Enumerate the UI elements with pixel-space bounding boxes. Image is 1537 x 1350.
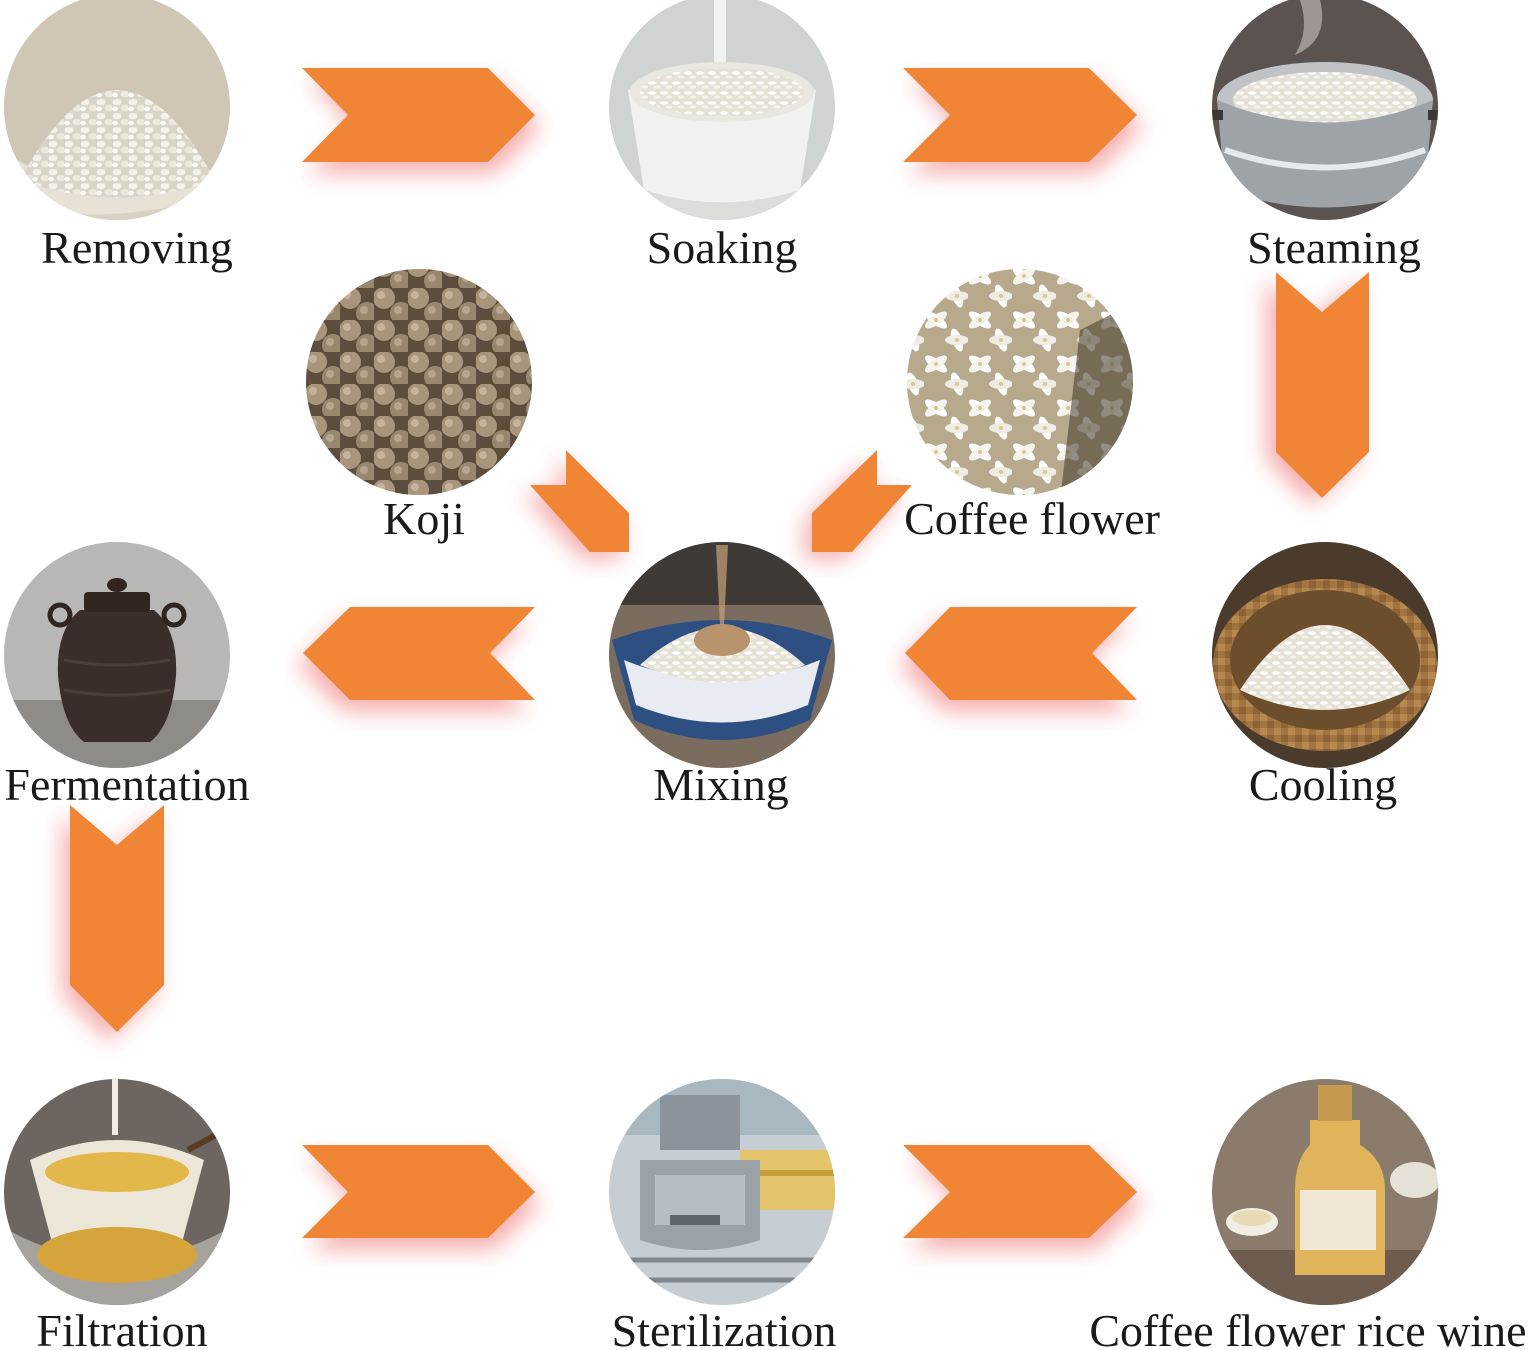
label-steaming: Steaming bbox=[1247, 222, 1421, 273]
filtration-image bbox=[4, 1079, 230, 1305]
label-product: Coffee flower rice wine bbox=[1089, 1305, 1526, 1350]
label-koji: Koji bbox=[383, 493, 465, 544]
arrow-coffee-flower-to-mixing bbox=[804, 450, 912, 560]
arrow-steaming-to-cooling bbox=[1266, 272, 1369, 506]
koji-image bbox=[306, 269, 532, 495]
arrow-sterilization-to-product bbox=[903, 1145, 1143, 1250]
mixing-image bbox=[609, 542, 835, 768]
label-mixing: Mixing bbox=[653, 759, 788, 810]
product-image bbox=[1212, 1079, 1438, 1305]
arrow-cooling-to-mixing bbox=[899, 607, 1137, 712]
arrow-filtration-to-sterilization bbox=[302, 1145, 541, 1250]
arrow-removing-to-soaking bbox=[302, 68, 541, 174]
label-sterilization: Sterilization bbox=[612, 1305, 837, 1350]
label-removing: Removing bbox=[41, 222, 233, 273]
arrow-mixing-to-fermentation bbox=[297, 607, 535, 712]
fermentation-image bbox=[4, 542, 230, 768]
arrow-fermentation-to-filtration bbox=[62, 805, 164, 1042]
coffee-flower-image bbox=[907, 269, 1133, 495]
label-filtration: Filtration bbox=[36, 1305, 207, 1350]
label-fermentation: Fermentation bbox=[4, 759, 249, 810]
steaming-image bbox=[1212, 0, 1438, 220]
removing-image bbox=[4, 0, 230, 220]
sterilization-image bbox=[609, 1079, 835, 1305]
arrow-soaking-to-steaming bbox=[903, 68, 1143, 174]
arrow-koji-to-mixing bbox=[522, 450, 629, 560]
label-coffee-flower: Coffee flower bbox=[904, 493, 1160, 544]
cooling-image bbox=[1212, 542, 1438, 768]
label-cooling: Cooling bbox=[1249, 759, 1397, 810]
label-soaking: Soaking bbox=[647, 222, 798, 273]
soaking-image bbox=[609, 0, 835, 220]
